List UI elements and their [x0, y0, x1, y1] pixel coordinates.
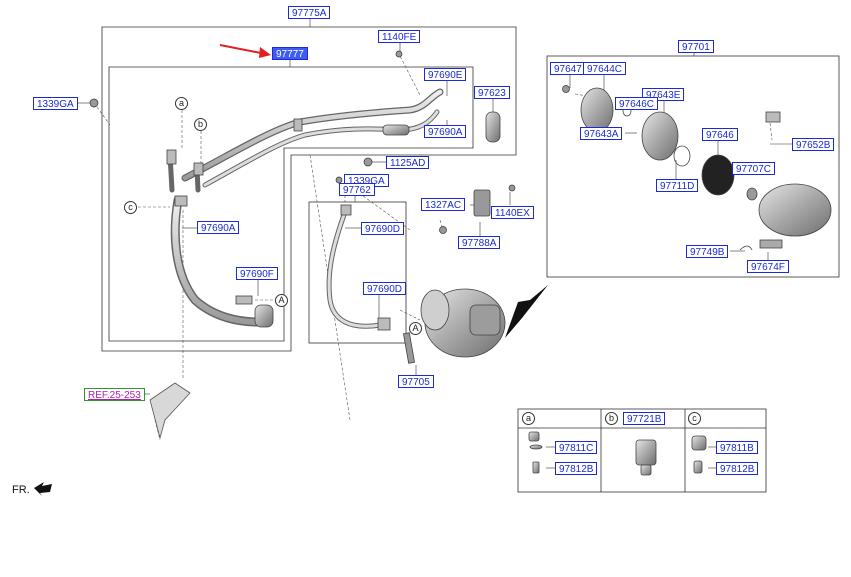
label-97777[interactable]: 97777: [272, 47, 308, 60]
label-97690A-top[interactable]: 97690A: [424, 125, 467, 138]
label-97644C[interactable]: 97644C: [583, 62, 627, 75]
bracket: [149, 382, 191, 440]
label-1140EX[interactable]: 1140EX: [491, 206, 534, 219]
callout-a-table: a: [522, 412, 535, 425]
label-97690D-top[interactable]: 97690D: [361, 222, 405, 235]
callout-b: b: [194, 118, 207, 131]
label-97762[interactable]: 97762: [339, 183, 375, 196]
fr-arrow-icon: [34, 482, 52, 496]
label-1125AD[interactable]: 1125AD: [386, 156, 430, 169]
leader-lines: [77, 19, 792, 469]
pointer-arrow: [219, 44, 271, 58]
label-97646[interactable]: 97646: [702, 128, 738, 141]
assembly-frame-97775A: [101, 26, 840, 493]
label-97690A-left[interactable]: 97690A: [197, 221, 240, 234]
callout-a: a: [175, 97, 188, 110]
label-97690D-bottom[interactable]: 97690D: [363, 282, 407, 295]
compressor: [420, 285, 548, 358]
dashed-guides: [96, 51, 773, 441]
label-97811C[interactable]: 97811C: [555, 441, 598, 454]
label-97674F[interactable]: 97674F: [747, 260, 789, 273]
label-1140FE[interactable]: 1140FE: [378, 30, 421, 43]
label-97749B[interactable]: 97749B: [686, 245, 729, 258]
compressor-exploded: [580, 87, 832, 251]
label-97812B-c[interactable]: 97812B: [716, 462, 759, 475]
label-97652B[interactable]: 97652B: [792, 138, 835, 151]
label-97705[interactable]: 97705: [398, 375, 434, 388]
callout-b-table: b: [605, 412, 618, 425]
label-ref-25-253[interactable]: REF.25-253: [84, 388, 145, 401]
label-97721B[interactable]: 97721B: [623, 412, 666, 425]
label-1339GA-left[interactable]: 1339GA: [33, 97, 78, 110]
label-97646C[interactable]: 97646C: [615, 97, 659, 110]
label-97812B-a[interactable]: 97812B: [555, 462, 598, 475]
front-direction-label: FR.: [12, 484, 30, 496]
label-97788A[interactable]: 97788A: [458, 236, 501, 249]
label-97711D[interactable]: 97711D: [656, 179, 699, 192]
hose-fittings: [166, 111, 501, 331]
label-97623[interactable]: 97623: [474, 86, 510, 99]
sensor-parts: [528, 431, 707, 476]
label-97775A[interactable]: 97775A: [288, 6, 331, 19]
callout-A-hose: A: [275, 294, 288, 307]
label-97643A[interactable]: 97643A: [580, 127, 623, 140]
label-97690F[interactable]: 97690F: [236, 267, 278, 280]
ac-hose-assembly: [167, 88, 444, 329]
label-1327AC[interactable]: 1327AC: [421, 198, 466, 211]
label-97701[interactable]: 97701: [678, 40, 714, 53]
label-97647[interactable]: 97647: [550, 62, 586, 75]
label-97811B[interactable]: 97811B: [716, 441, 758, 454]
label-97690E[interactable]: 97690E: [424, 68, 467, 81]
label-97707C[interactable]: 97707C: [732, 162, 776, 175]
callout-c: c: [124, 201, 137, 214]
callout-c-table: c: [688, 412, 701, 425]
callout-A-compressor: A: [409, 322, 422, 335]
